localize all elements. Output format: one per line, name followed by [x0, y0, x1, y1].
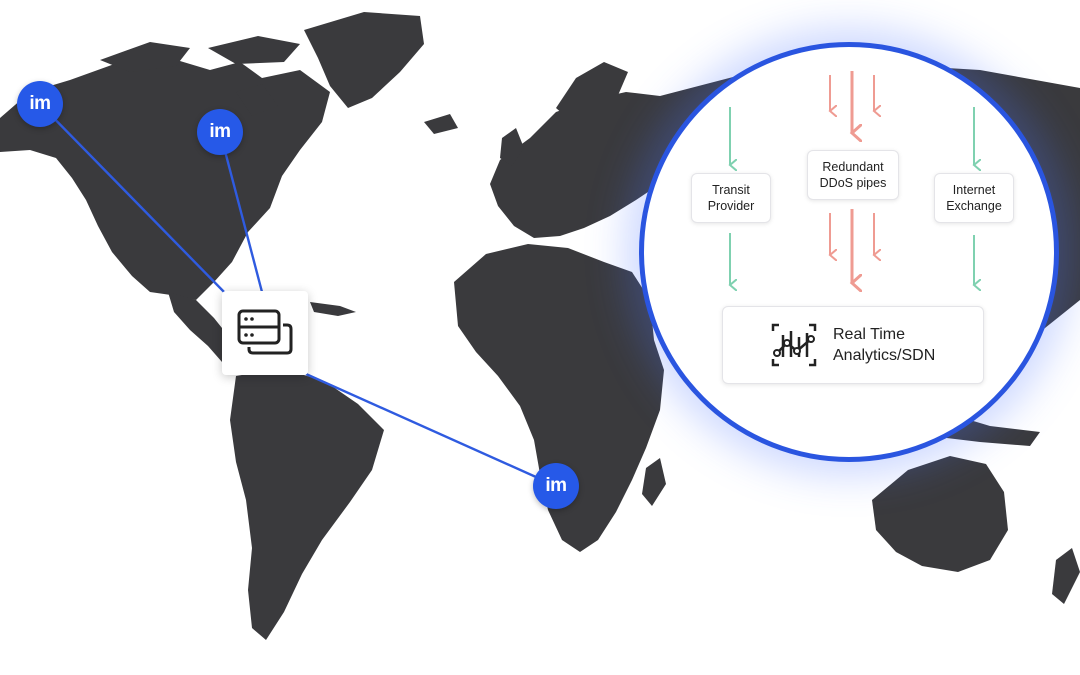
- brand-im-logo-icon: im: [545, 475, 567, 496]
- landmass-madagascar: [642, 458, 666, 506]
- landmass-africa: [454, 244, 664, 552]
- analytics-card: Real Time Analytics/SDN: [722, 306, 984, 384]
- landmass-south-america: [230, 368, 384, 640]
- brand-im-logo-icon: im: [209, 121, 231, 142]
- landmass-australia: [872, 456, 1008, 572]
- internet-exchange-label: Internet Exchange: [946, 183, 1002, 213]
- flow-arrows: [644, 71, 1059, 462]
- landmass-scandinavia: [556, 62, 628, 124]
- landmass-europe: [490, 92, 676, 238]
- landmass-north-america: [0, 58, 330, 300]
- network-links: [39, 103, 557, 488]
- server-stack-icon: [237, 309, 293, 355]
- network-node-alaska[interactable]: im: [17, 81, 63, 127]
- landmass-british-isles: [500, 128, 524, 166]
- transit-provider-card: Transit Provider: [691, 173, 771, 223]
- internet-exchange-card: Internet Exchange: [934, 173, 1014, 223]
- landmass-arctic-islands: [100, 36, 300, 116]
- link-alaska-hub: [39, 103, 229, 297]
- landmass-caribbean: [310, 302, 356, 316]
- analytics-chart-icon: [771, 323, 817, 367]
- link-hub-africa: [305, 372, 557, 488]
- transit-provider-label: Transit Provider: [707, 183, 755, 213]
- server-hub[interactable]: [222, 291, 308, 375]
- link-canada-hub: [218, 131, 264, 293]
- ddos-pipes-card: Redundant DDoS pipes: [807, 150, 899, 200]
- landmass-greenland: [304, 12, 424, 108]
- landmass-new-zealand: [1052, 548, 1080, 604]
- landmass-central-america: [168, 292, 238, 362]
- ddos-pipes-label: Redundant DDoS pipes: [819, 160, 887, 190]
- detail-zoom-circle: Transit Provider Redundant DDoS pipes In…: [639, 42, 1059, 462]
- analytics-label: Real Time Analytics/SDN: [833, 326, 936, 364]
- network-node-africa[interactable]: im: [533, 463, 579, 509]
- brand-im-logo-icon: im: [29, 93, 51, 114]
- landmass-iceland: [424, 114, 458, 134]
- network-node-canada[interactable]: im: [197, 109, 243, 155]
